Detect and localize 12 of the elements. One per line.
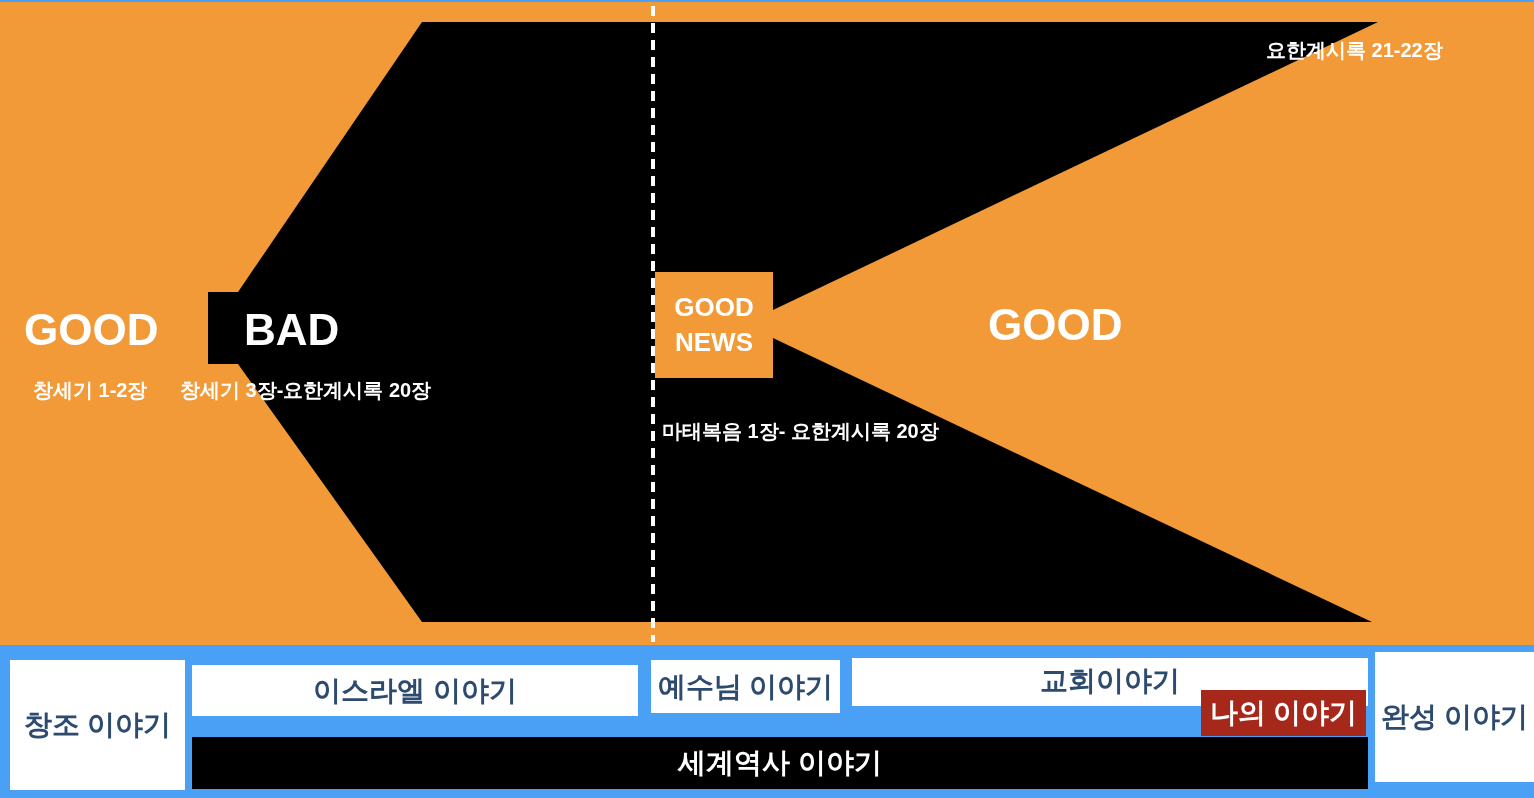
story-bar: 세계역사 이야기 <box>192 737 1368 789</box>
story-box: 이스라엘 이야기 <box>192 665 638 716</box>
chapter-label: 마태복음 1장- 요한계시록 20장 <box>662 419 939 444</box>
highlight-box: GOOD NEWS <box>655 272 773 378</box>
story-box: 예수님 이야기 <box>651 660 840 713</box>
state-label: BAD <box>244 305 340 355</box>
story-box: 나의 이야기 <box>1201 690 1366 736</box>
chapter-label: 창세기 1-2장 <box>33 378 148 403</box>
story-box: 창조 이야기 <box>10 660 185 790</box>
state-label: GOOD <box>24 305 159 355</box>
state-label: GOOD <box>988 300 1123 350</box>
story-box: 완성 이야기 <box>1375 652 1534 782</box>
